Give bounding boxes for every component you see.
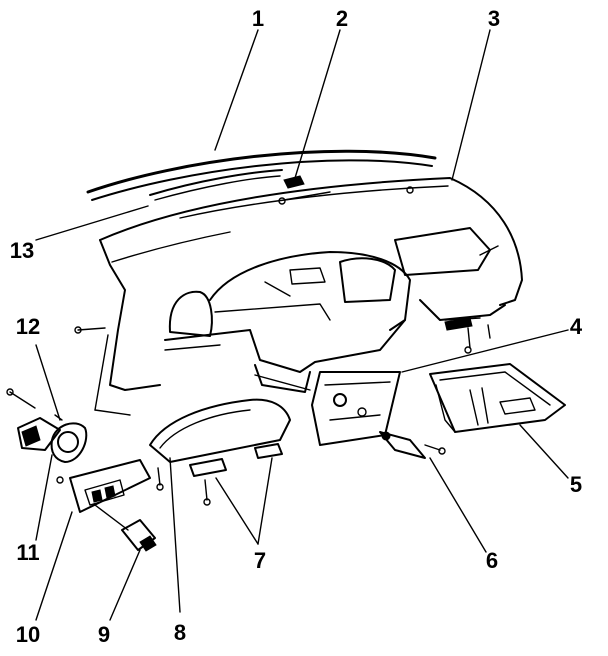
- callout-1: 1: [252, 6, 264, 31]
- vent-housing: [6, 388, 63, 451]
- callout-3: 3: [488, 6, 500, 31]
- instrument-panel-body: [74, 177, 523, 416]
- callout-4: 4: [570, 314, 583, 339]
- defroster-grille: [86, 149, 437, 201]
- center-trim-bracket: [311, 371, 401, 446]
- callout-5: 5: [570, 472, 582, 497]
- sensor-grille: [278, 175, 414, 205]
- callout-13: 13: [10, 238, 34, 263]
- callout-12: 12: [16, 314, 40, 339]
- callout-numbers: 1 2 3 4 5 6 7 8 9 10 11 12 13: [10, 6, 583, 647]
- leader-lines: [35, 29, 569, 621]
- callout-11: 11: [16, 540, 39, 565]
- callout-9: 9: [98, 622, 110, 647]
- side-vent-outlet: [50, 422, 88, 463]
- headlamp-switch-knob: [121, 519, 157, 552]
- callout-10: 10: [16, 622, 40, 647]
- switch-trim-panel: [56, 459, 151, 531]
- switch-blanks: [189, 443, 283, 506]
- glove-box-lock: [379, 431, 446, 459]
- callout-6: 6: [486, 548, 498, 573]
- cluster-bezel: [149, 398, 291, 491]
- callout-7: 7: [254, 548, 266, 573]
- callout-2: 2: [336, 6, 348, 31]
- callout-8: 8: [174, 620, 186, 645]
- glove-box: [429, 363, 566, 433]
